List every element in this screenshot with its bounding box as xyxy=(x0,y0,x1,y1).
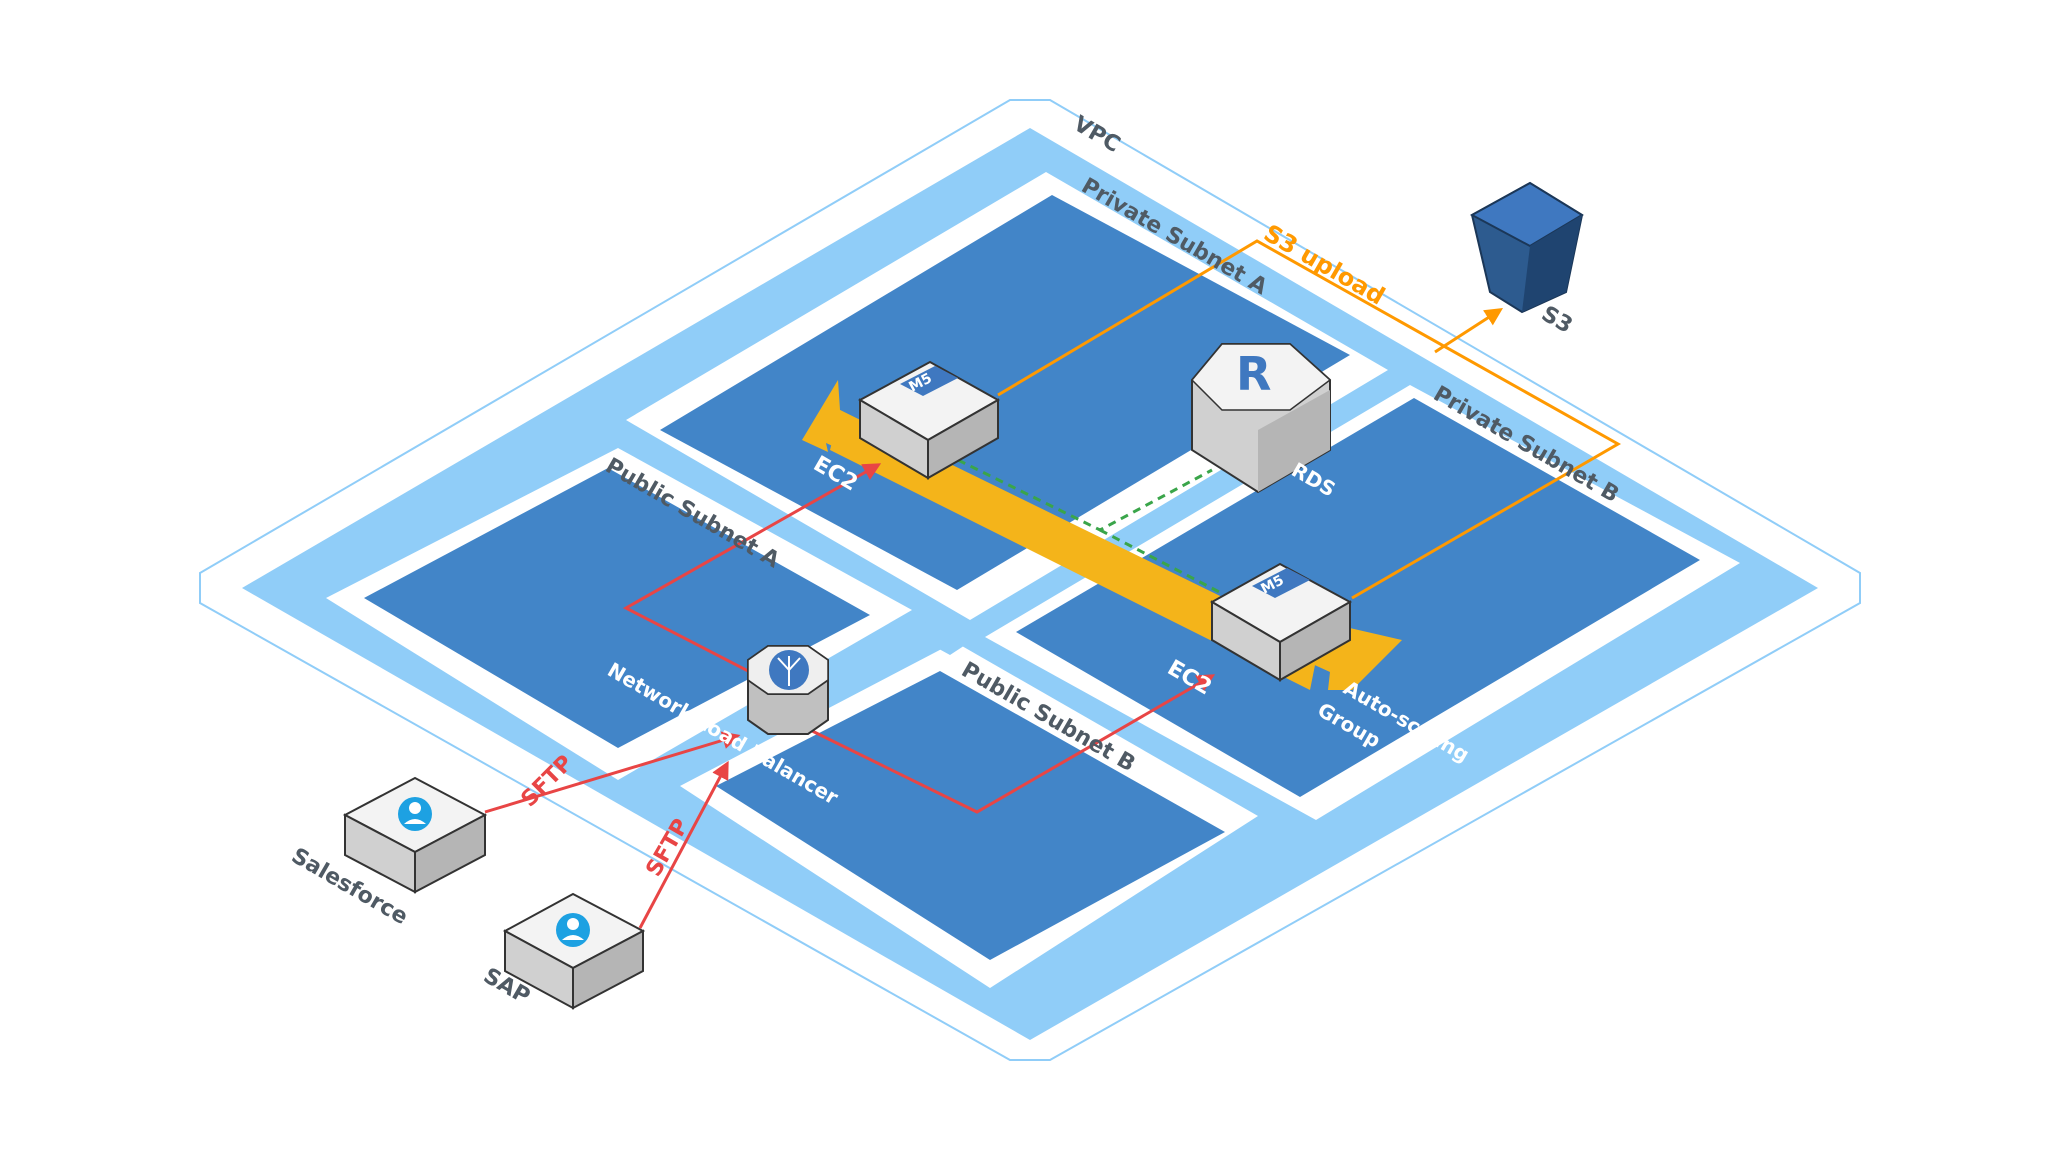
public-subnet-a-fill xyxy=(364,468,870,748)
public-subnet-b-fill xyxy=(716,671,1225,960)
nlb-to-ec2-b xyxy=(799,674,1216,814)
rds-badge: R xyxy=(1236,347,1271,401)
subnet-gap-center xyxy=(908,610,985,655)
private-subnet-b-fill xyxy=(1016,398,1700,797)
sftp-line-sap xyxy=(638,760,729,929)
s3-upload-line-a xyxy=(997,239,1622,600)
s3-upload-line-main xyxy=(1434,308,1504,354)
sftp-line-salesforce xyxy=(484,731,741,814)
rds-node[interactable]: R xyxy=(1190,343,1332,494)
ec2-b-node[interactable]: M5 xyxy=(1209,562,1353,682)
s3-label: S3 xyxy=(1537,302,1576,339)
sap-node[interactable] xyxy=(502,892,646,1010)
s3-bucket-icon[interactable] xyxy=(1469,181,1584,314)
ec2-a-node[interactable]: M5 xyxy=(857,360,1001,480)
nlb-to-ec2-a xyxy=(622,463,882,692)
nlb-node[interactable] xyxy=(747,645,829,735)
auto-scaling-arrow-body xyxy=(830,410,1318,690)
salesforce-node[interactable] xyxy=(342,776,488,894)
